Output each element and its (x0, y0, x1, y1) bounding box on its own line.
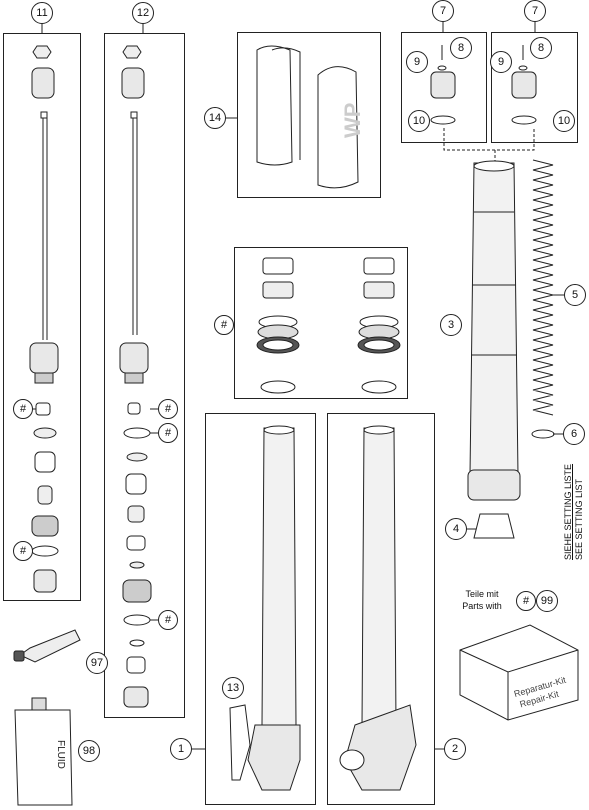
frame-screw-cap-left (401, 32, 487, 143)
hash-callout-7: # (516, 591, 536, 611)
callout-2: 2 (444, 738, 466, 760)
callout-8a: 8 (450, 37, 472, 59)
callout-3: 3 (440, 314, 462, 336)
callout-12: 12 (132, 2, 154, 24)
frame-cartridge-12 (104, 33, 185, 718)
callout-9b: 9 (490, 51, 512, 73)
callout-5: 5 (564, 284, 586, 306)
callout-10b: 10 (553, 110, 575, 132)
callout-6: 6 (563, 423, 585, 445)
fluid-label: FLUID (55, 740, 66, 769)
frame-outer-tube-right (327, 413, 435, 805)
frame-screw-cap-right (491, 32, 578, 143)
parts-note-line1: Teile mit (465, 589, 499, 599)
hash-callout-2: # (13, 541, 33, 561)
frame-outer-tube-left (205, 413, 316, 805)
callout-13: 13 (222, 677, 244, 699)
callout-9a: 9 (406, 51, 428, 73)
hash-callout-5: # (158, 610, 178, 630)
setting-note-line1: SIEHE SETTING LISTE (563, 463, 573, 560)
hash-callout-1: # (13, 399, 33, 419)
parts-with-note: Teile mit Parts with (452, 588, 512, 612)
setting-note-line2: SEE SETTING LIST (574, 478, 584, 560)
callout-11: 11 (31, 2, 53, 24)
frame-fork-protector-14 (237, 32, 381, 198)
callout-97: 97 (86, 652, 108, 674)
callout-99: 99 (536, 590, 558, 612)
callout-7a: 7 (432, 0, 454, 22)
callout-8b: 8 (530, 37, 552, 59)
callout-7b: 7 (524, 0, 546, 22)
callout-1: 1 (170, 738, 192, 760)
hash-callout-3: # (158, 399, 178, 419)
frame-bushings-seals (234, 247, 408, 399)
callout-14: 14 (204, 107, 226, 129)
callout-10a: 10 (408, 110, 430, 132)
hash-callout-4: # (158, 423, 178, 443)
parts-note-line2: Parts with (462, 601, 502, 611)
frame-cartridge-11 (3, 33, 81, 601)
hash-callout-6: # (214, 315, 234, 335)
callout-98: 98 (78, 740, 100, 762)
callout-4: 4 (445, 518, 467, 540)
setting-list-note: SIEHE SETTING LISTE SEE SETTING LIST (563, 464, 585, 560)
wp-logo: WP (340, 103, 365, 138)
